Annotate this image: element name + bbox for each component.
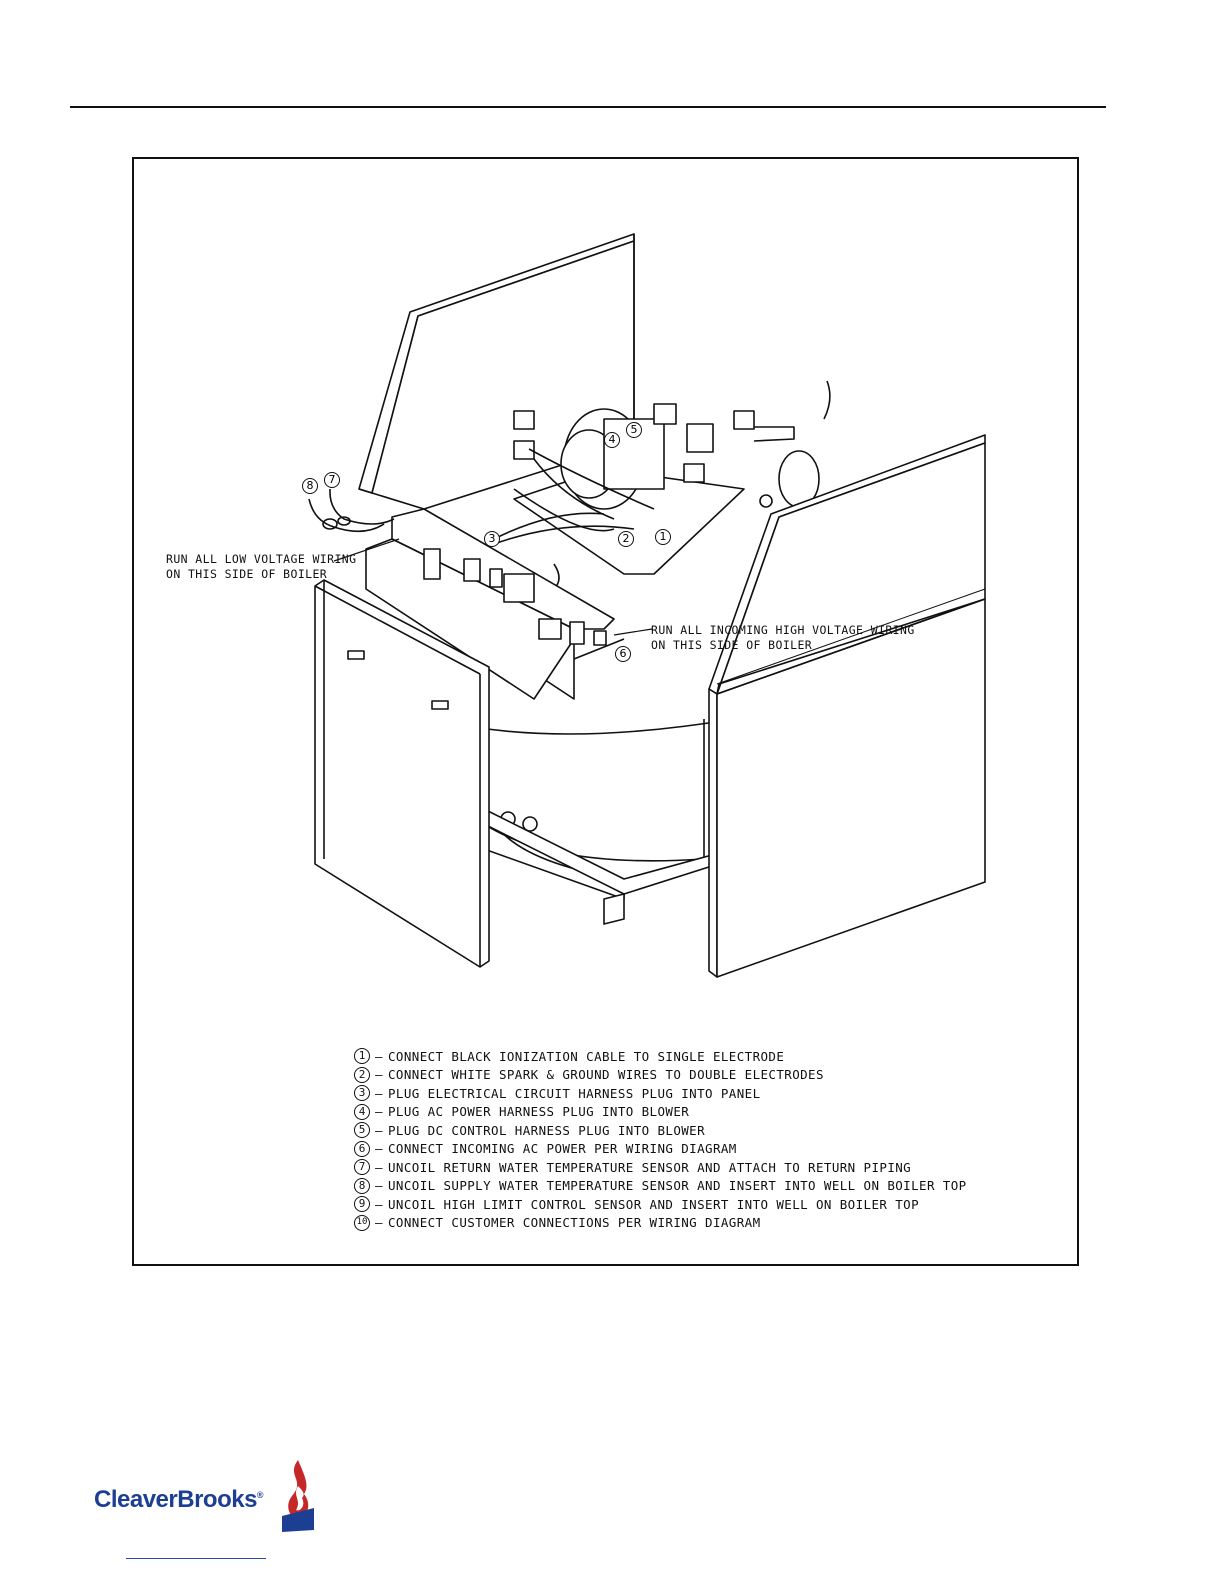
base-plinth xyxy=(483,808,735,925)
marker-8: 8 xyxy=(302,478,318,494)
legend-dash: – xyxy=(375,1104,383,1120)
legend-number: 3 xyxy=(354,1085,370,1102)
legend-item: 4–PLUG AC POWER HARNESS PLUG INTO BLOWER xyxy=(354,1103,967,1122)
marker-3: 3 xyxy=(484,531,500,547)
high-voltage-note-line2: ON THIS SIDE OF BOILER xyxy=(651,638,813,652)
legend-dash: – xyxy=(375,1215,383,1231)
legend-text: UNCOIL SUPPLY WATER TEMPERATURE SENSOR A… xyxy=(388,1178,967,1194)
legend-item: 8–UNCOIL SUPPLY WATER TEMPERATURE SENSOR… xyxy=(354,1177,967,1196)
legend-text: CONNECT WHITE SPARK & GROUND WIRES TO DO… xyxy=(388,1067,824,1083)
legend-number: 8 xyxy=(354,1177,370,1194)
marker-7: 7 xyxy=(324,472,340,488)
logo-wordmark: CleaverBrooks xyxy=(94,1486,257,1513)
legend: 1–CONNECT BLACK IONIZATION CABLE TO SING… xyxy=(354,1047,967,1232)
figure-frame: RUN ALL LOW VOLTAGE WIRING ON THIS SIDE … xyxy=(132,157,1079,1266)
cleaverbrooks-logo: CleaverBrooks® xyxy=(94,1456,324,1536)
legend-number: 10 xyxy=(354,1214,370,1231)
legend-item: 7–UNCOIL RETURN WATER TEMPERATURE SENSOR… xyxy=(354,1158,967,1177)
legend-item: 10–CONNECT CUSTOMER CONNECTIONS PER WIRI… xyxy=(354,1214,967,1233)
high-voltage-note-line1: RUN ALL INCOMING HIGH VOLTAGE WIRING xyxy=(651,623,915,637)
legend-number: 1 xyxy=(354,1048,370,1065)
legend-text: CONNECT INCOMING AC POWER PER WIRING DIA… xyxy=(388,1141,737,1157)
burner-assembly xyxy=(493,380,831,590)
legend-item: 3–PLUG ELECTRICAL CIRCUIT HARNESS PLUG I… xyxy=(354,1084,967,1103)
legend-number: 2 xyxy=(354,1066,370,1083)
legend-item: 1–CONNECT BLACK IONIZATION CABLE TO SING… xyxy=(354,1047,967,1066)
legend-dash: – xyxy=(375,1122,383,1138)
legend-text: CONNECT CUSTOMER CONNECTIONS PER WIRING … xyxy=(388,1215,761,1231)
legend-dash: – xyxy=(375,1141,383,1157)
legend-item: 2–CONNECT WHITE SPARK & GROUND WIRES TO … xyxy=(354,1066,967,1085)
legend-dash: – xyxy=(375,1048,383,1064)
legend-text: PLUG AC POWER HARNESS PLUG INTO BLOWER xyxy=(388,1104,690,1120)
left-front-door xyxy=(314,579,490,968)
logo-text: CleaverBrooks® xyxy=(94,1486,264,1514)
low-voltage-note: RUN ALL LOW VOLTAGE WIRING ON THIS SIDE … xyxy=(166,552,356,582)
legend-text: UNCOIL RETURN WATER TEMPERATURE SENSOR A… xyxy=(388,1159,912,1175)
marker-5: 5 xyxy=(626,422,642,438)
flame-icon xyxy=(282,1460,314,1532)
boiler-drawing xyxy=(308,233,986,978)
legend-number: 4 xyxy=(354,1103,370,1120)
low-voltage-note-line2: ON THIS SIDE OF BOILER xyxy=(166,567,328,581)
low-voltage-note-line1: RUN ALL LOW VOLTAGE WIRING xyxy=(166,552,357,566)
marker-2: 2 xyxy=(618,531,634,547)
marker-1: 1 xyxy=(655,529,671,545)
legend-item: 6–CONNECT INCOMING AC POWER PER WIRING D… xyxy=(354,1140,967,1159)
legend-dash: – xyxy=(375,1067,383,1083)
leader-lines xyxy=(333,538,653,636)
footer-link-underline xyxy=(126,1558,266,1559)
legend-number: 6 xyxy=(354,1140,370,1157)
legend-number: 7 xyxy=(354,1159,370,1176)
legend-item: 5–PLUG DC CONTROL HARNESS PLUG INTO BLOW… xyxy=(354,1121,967,1140)
marker-4: 4 xyxy=(604,432,620,448)
header-rule xyxy=(70,106,1106,108)
legend-dash: – xyxy=(375,1159,383,1175)
control-panel-tray xyxy=(365,508,625,700)
right-side-panel xyxy=(708,434,986,978)
logo-registered-mark: ® xyxy=(256,1490,264,1500)
high-voltage-note: RUN ALL INCOMING HIGH VOLTAGE WIRING ON … xyxy=(651,623,915,653)
legend-item: 9–UNCOIL HIGH LIMIT CONTROL SENSOR AND I… xyxy=(354,1195,967,1214)
marker-6: 6 xyxy=(615,646,631,662)
legend-number: 9 xyxy=(354,1196,370,1213)
legend-text: PLUG ELECTRICAL CIRCUIT HARNESS PLUG INT… xyxy=(388,1085,761,1101)
legend-text: PLUG DC CONTROL HARNESS PLUG INTO BLOWER xyxy=(388,1122,706,1138)
legend-dash: – xyxy=(375,1085,383,1101)
legend-number: 5 xyxy=(354,1122,370,1139)
legend-dash: – xyxy=(375,1196,383,1212)
legend-text: CONNECT BLACK IONIZATION CABLE TO SINGLE… xyxy=(388,1048,785,1064)
legend-text: UNCOIL HIGH LIMIT CONTROL SENSOR AND INS… xyxy=(388,1196,920,1212)
sensor-wires xyxy=(308,488,395,533)
legend-dash: – xyxy=(375,1178,383,1194)
